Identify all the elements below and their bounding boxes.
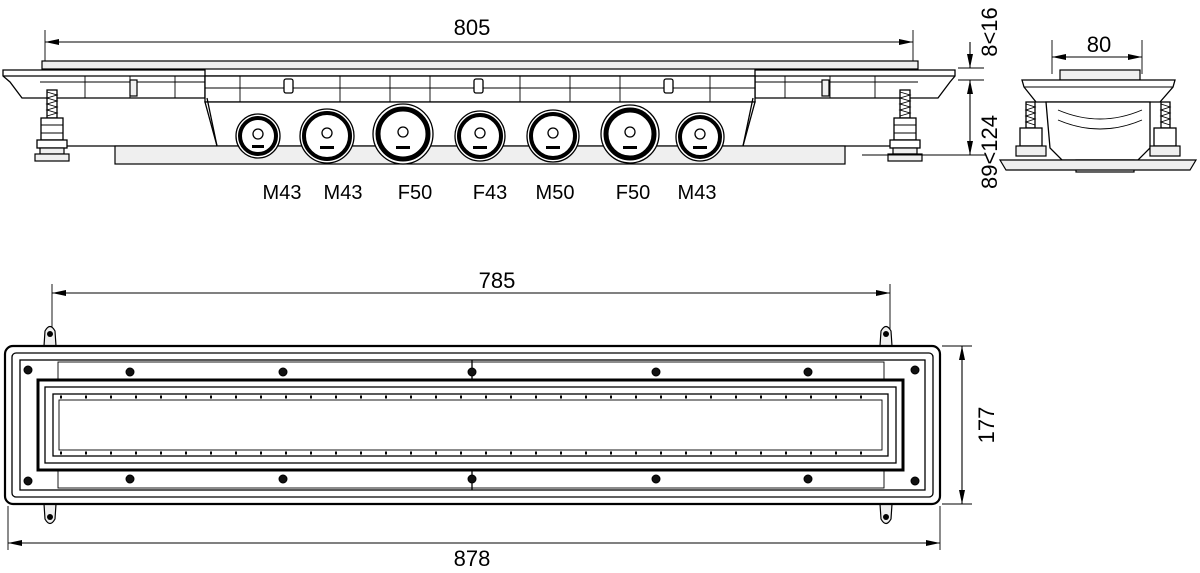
outer-frame [3,344,942,506]
section-base-plate [998,159,1198,171]
dimension-805: 805 [44,15,914,62]
adjustable-foot-right [887,89,923,162]
screw [278,367,288,377]
screw [23,476,33,486]
clip [283,78,294,94]
section-foot-right [1149,101,1181,157]
grate-length-label: 785 [479,268,516,293]
left-support [62,97,218,147]
outlet-6 [600,104,660,164]
width-label: 177 [974,407,999,444]
clip [821,79,830,97]
outlet-4 [454,110,506,162]
screw [125,474,135,484]
width-label: 80 [1087,32,1111,57]
screw [651,367,661,377]
screw [910,476,920,486]
grate-outer [36,378,905,472]
height-dimensions: 8<16 89<124 [862,7,1002,189]
outlet-5 [526,109,580,163]
grate-height-label: 8<16 [977,7,1002,57]
clip [129,79,138,97]
outlet-label-3: F50 [398,182,432,204]
dimension-785: 785 [51,268,891,330]
clip [473,78,484,94]
screw [803,474,813,484]
section-body-curve [1057,109,1143,120]
outlet-3 [372,103,434,165]
lug-hole [883,514,889,520]
lug-hole [47,331,53,337]
screw [23,365,33,375]
grate-cover [41,60,919,70]
outlet-label-4: F43 [473,182,507,204]
screw [803,367,813,377]
outlet-label-2: M43 [324,182,363,204]
grate-panel-inner [58,399,883,451]
lug-bottom-right [879,503,893,525]
section-view: 80 [998,32,1198,173]
screw [278,474,288,484]
outlet-2 [299,108,355,164]
screw [467,367,477,377]
plan-view: 785 [3,268,999,571]
lug-bottom-left [43,503,57,525]
lug-hole [47,514,53,520]
outer-frame-inner-edge [11,352,934,498]
adjustable-foot-left [34,89,70,162]
outlet-7 [675,112,725,162]
screw [467,474,477,484]
dimension-177: 177 [942,345,999,505]
length-label: 805 [454,15,491,40]
outlet-label-1: M43 [263,182,302,204]
screw [125,367,135,377]
section-body-curve [1057,119,1143,130]
section-flange [1021,79,1176,103]
lug-hole [883,331,889,337]
outlet-1 [235,113,281,159]
screws [23,365,920,486]
outlet-labels: M43 M43 F50 F43 M50 F50 M43 [263,182,717,204]
screw [910,365,920,375]
outlets [235,103,725,165]
outlet-label-7: M43 [678,182,717,204]
right-support [742,97,896,147]
foot-height-label: 89<124 [977,115,1002,189]
screw [651,474,661,484]
dimension-878: 878 [7,506,941,571]
elevation-view: 805 [2,7,1002,204]
section-foot-left [1015,101,1047,157]
grate-rim [44,386,897,464]
clip [663,78,674,94]
mounting-lugs [43,325,893,525]
section-body [1045,101,1151,161]
overall-length-label: 878 [454,546,491,571]
section-grate [1059,69,1141,81]
outlet-label-5: M50 [536,182,575,204]
outlet-label-6: F50 [616,182,650,204]
grate-panel [52,393,889,457]
dimension-80: 80 [1051,32,1143,74]
